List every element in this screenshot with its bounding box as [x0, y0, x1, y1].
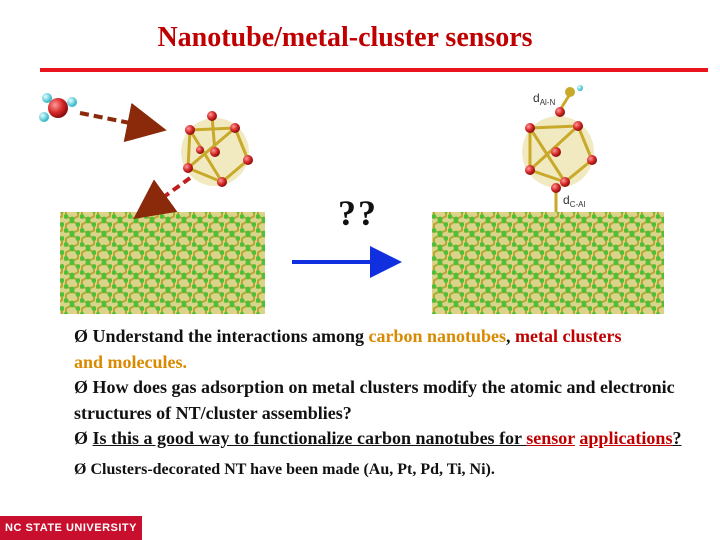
bullet-4: Ø Clusters-decorated NT have been made (… [74, 460, 495, 478]
bullet-1: Ø Understand the interactions among carb… [74, 326, 622, 372]
university-logo: NC STATE UNIVERSITY [0, 516, 142, 540]
left-nanotube [60, 212, 265, 314]
highlight-carbon-nanotubes: carbon nanotubes [368, 326, 507, 346]
right-nanotube [432, 212, 664, 314]
metal-cluster-icon [181, 111, 253, 187]
title-divider [40, 68, 708, 72]
dashed-arrow-cluster [133, 176, 192, 220]
highlight-molecules: molecules [107, 351, 183, 372]
dashed-arrow-molecule [79, 102, 167, 143]
highlight-sensor: sensor [526, 428, 575, 448]
bullet-3: Ø Is this a good way to functionalize ca… [74, 428, 682, 448]
decorated-cluster-icon [522, 85, 597, 212]
highlight-metal-clusters: metal clusters [515, 326, 622, 346]
label-d-c-al: dC-Al [563, 193, 585, 209]
highlight-applications: applications [579, 428, 673, 448]
label-d-al-n: dAl-N [533, 91, 555, 107]
page-title: Nanotube/metal-cluster sensors [157, 22, 533, 53]
bullet-2: Ø How does gas adsorption on metal clust… [74, 377, 675, 423]
question-marks: ?? [338, 193, 378, 233]
bullet-list: Ø Understand the interactions among carb… [74, 324, 716, 482]
gas-molecule-icon [39, 93, 77, 122]
nanotube-cluster-illustration: dAl-N dC-Al [39, 85, 664, 314]
